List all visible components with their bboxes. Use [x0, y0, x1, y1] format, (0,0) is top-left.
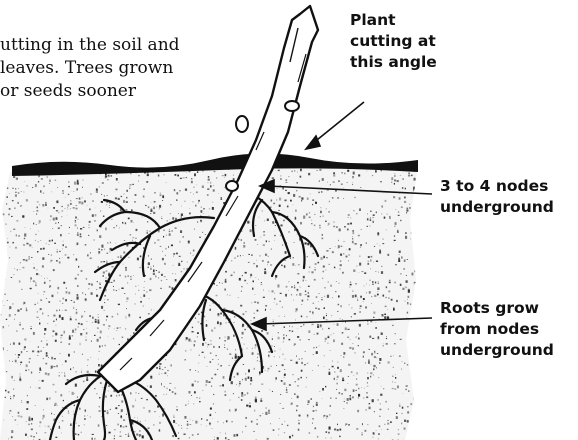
node-bud — [285, 101, 299, 111]
plant-cutting-line-2: cutting at — [350, 31, 437, 52]
roots-grow-line-1: Roots grow — [440, 298, 554, 319]
plant-cutting-line-1: Plant — [350, 10, 437, 31]
nodes-underground-line-2: underground — [440, 197, 554, 218]
node-bud — [236, 116, 248, 132]
soil — [0, 166, 422, 440]
node-bud — [226, 181, 238, 191]
plant-cutting-label: Plant cutting at this angle — [350, 10, 437, 73]
nodes-underground-label: 3 to 4 nodes underground — [440, 176, 554, 218]
roots-grow-label: Roots grow from nodes underground — [440, 298, 554, 361]
roots-grow-line-3: underground — [440, 340, 554, 361]
roots-grow-line-2: from nodes — [440, 319, 554, 340]
plant-cutting-line-3: this angle — [350, 52, 437, 73]
nodes-underground-line-1: 3 to 4 nodes — [440, 176, 554, 197]
